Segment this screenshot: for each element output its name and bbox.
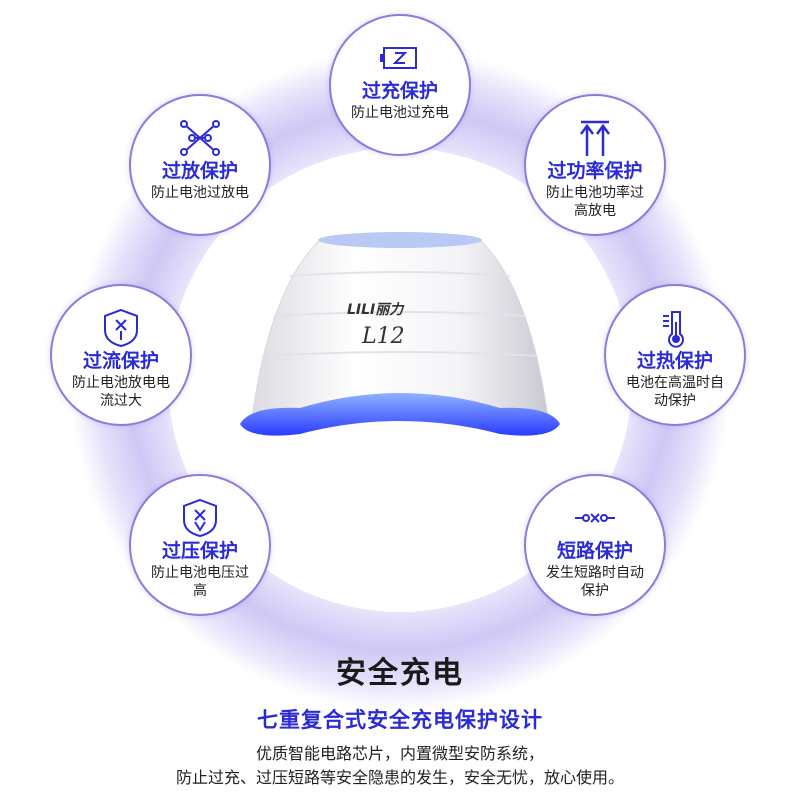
feature-desc: 防止电池过放电: [151, 185, 249, 201]
feature-title: 过压保护: [161, 540, 238, 562]
page-heading: 安全充电: [336, 656, 464, 691]
feature-overcurrent: 过流保护 防止电池放电电流过大: [50, 284, 192, 426]
feature-short-circuit: 短路保护 发生短路时自动保护: [524, 474, 666, 616]
model-logo: L12: [362, 324, 405, 349]
feature-desc: 防止电池放电电流过大: [72, 375, 170, 409]
feature-title: 短路保护: [556, 540, 633, 562]
feature-desc: 发生短路时自动保护: [546, 565, 644, 599]
thermometer-icon: [663, 311, 684, 348]
page-subheading: 七重复合式安全充电保护设计: [257, 708, 543, 732]
feature-title: 过充保护: [361, 80, 438, 102]
feature-title: 过功率保护: [547, 160, 643, 182]
feature-title: 过热保护: [636, 350, 713, 372]
feature-overheat: 过热保护 电池在高温时自动保护: [604, 284, 746, 426]
short-circuit-icon: [575, 513, 615, 523]
feature-desc: 防止电池功率过高放电: [546, 185, 644, 219]
battery-icon: [380, 47, 417, 69]
feature-desc: 防止电池过充电: [351, 105, 449, 121]
brand-logo: LILI丽力: [347, 302, 404, 318]
shield-voltage-icon: [183, 498, 217, 538]
feature-overdischarge: 过放保护 防止电池过放电: [129, 94, 271, 236]
description-line: 防止过充、过压短路等安全隐患的发生，安全无忧，放心使用。: [175, 768, 624, 787]
feature-title: 过放保护: [161, 160, 238, 182]
feature-desc: 电池在高温时自动保护: [626, 375, 724, 409]
feature-title: 过流保护: [82, 350, 159, 372]
feature-overvoltage: 过压保护 防止电池电压过高: [129, 474, 271, 616]
shield-current-icon: [104, 308, 138, 348]
power-arrows-icon: [580, 120, 610, 156]
network-icon: [180, 120, 220, 156]
charger-device: [240, 232, 560, 436]
description-line: 优质智能电路芯片，内置微型安防系统，: [255, 744, 544, 763]
feature-desc: 防止电池电压过高: [151, 565, 249, 599]
feature-overpower: 过功率保护 防止电池功率过高放电: [524, 94, 666, 236]
feature-overcharge: 过充保护 防止电池过充电: [329, 14, 471, 156]
